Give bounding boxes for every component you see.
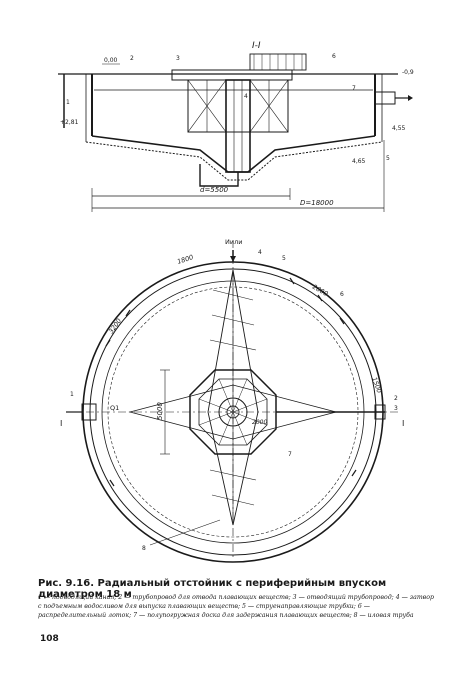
section-mark-left: I bbox=[60, 419, 62, 428]
level-right: -0,9 bbox=[402, 69, 414, 76]
depth-left: +2,81 bbox=[60, 119, 79, 126]
section-callout-1: 1 bbox=[66, 99, 70, 106]
plan-callout-5: 5 bbox=[282, 255, 286, 262]
section-callout-4: 4 bbox=[244, 93, 248, 100]
plan-callout-6: 6 bbox=[340, 291, 344, 298]
section-callout-7: 7 bbox=[352, 85, 356, 92]
dim-2000-top: 2000 bbox=[311, 283, 329, 298]
section-label: I-I bbox=[252, 41, 261, 51]
plan-callout-1: 1 bbox=[70, 391, 74, 398]
figure-drawing: I-I bbox=[58, 41, 414, 563]
plan-callout-7: 7 bbox=[288, 451, 292, 458]
plan-view: Иили 1800 2000 3200 1500 5000 2000 Q1 I … bbox=[60, 238, 404, 563]
plan-top-label: Иили bbox=[225, 238, 242, 246]
section-mark-right: I bbox=[402, 419, 404, 428]
plan-callout-8: 8 bbox=[142, 545, 146, 552]
dim-1800: 1800 bbox=[176, 253, 194, 266]
dim-1500: 1500 bbox=[370, 376, 383, 394]
page-number: 108 bbox=[40, 634, 59, 644]
flow-label: Q1 bbox=[110, 404, 119, 412]
depth-right: 4,55 bbox=[392, 125, 406, 132]
dim-outer: D=18000 bbox=[300, 199, 334, 207]
dim-3200: 3200 bbox=[107, 317, 123, 335]
section-callout-6: 6 bbox=[332, 53, 336, 60]
section-callout-5: 5 bbox=[386, 155, 390, 162]
figure-caption: Рис. 9.16. Радиальный отстойник с перифе… bbox=[38, 578, 387, 600]
figure-legend: 1 — подводящий канал; 2 — трубопровод дл… bbox=[38, 594, 434, 619]
plan-callout-2: 2 bbox=[394, 395, 398, 402]
dim-5000: 5000 bbox=[156, 402, 164, 420]
dim-2000-mid: 2000 bbox=[252, 419, 267, 426]
section-callout-3: 3 bbox=[176, 55, 180, 62]
plan-callout-3: 3 bbox=[394, 405, 398, 412]
dim-inner: d=5500 bbox=[200, 186, 229, 194]
plan-callout-4: 4 bbox=[258, 249, 262, 256]
section-view: I-I bbox=[58, 41, 414, 212]
section-callout-2: 2 bbox=[130, 55, 134, 62]
depth-bottom: 4,65 bbox=[352, 158, 366, 165]
level-left: 0,00 bbox=[104, 57, 118, 64]
